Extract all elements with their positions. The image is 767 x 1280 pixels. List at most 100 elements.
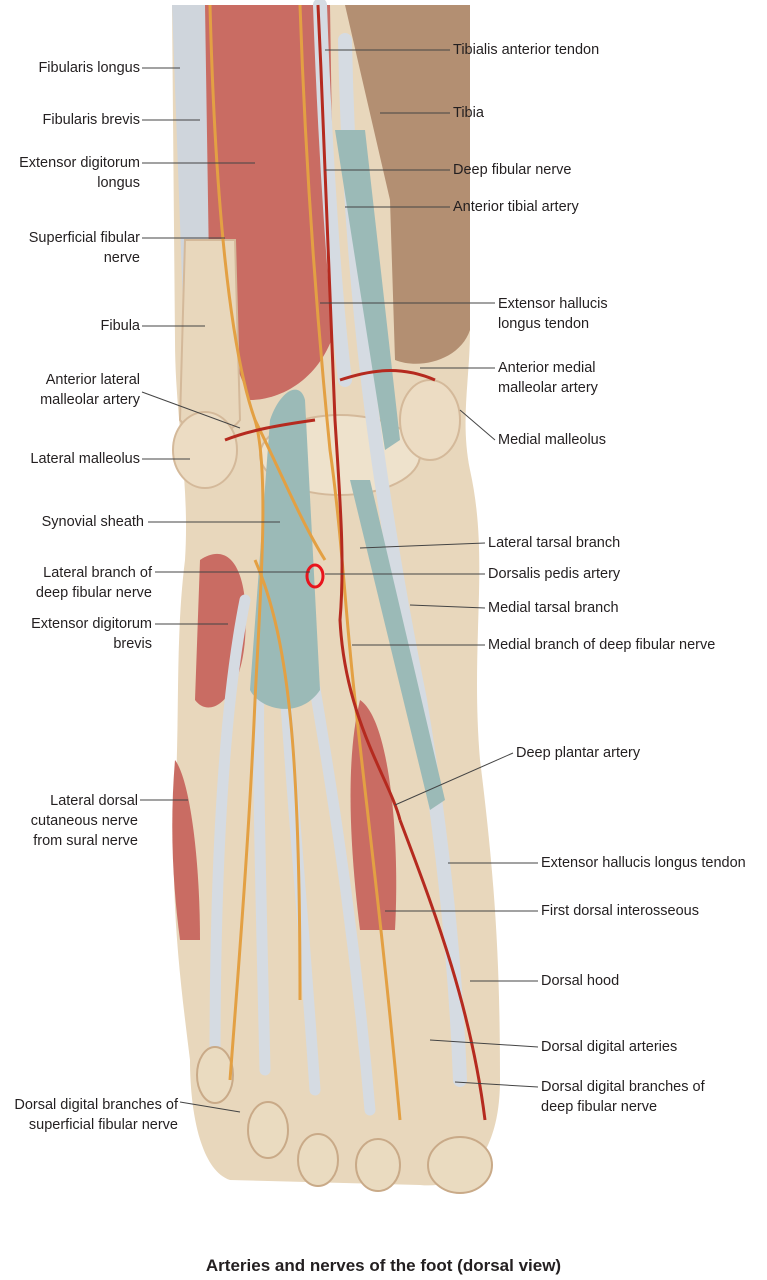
leader-right-6 [459, 409, 496, 441]
label-line: Extensor hallucis [498, 296, 608, 312]
label-line: Medial branch of deep fibular nerve [488, 637, 716, 653]
label-right-10: Medial branch of deep fibular nerve [488, 635, 715, 655]
label-line: Medial tarsal branch [488, 600, 619, 616]
label-right-6: Medial malleolus [498, 430, 606, 450]
marker-ring [305, 563, 325, 589]
label-line: Anterior medial [498, 360, 596, 376]
label-line: Dorsal digital arteries [541, 1039, 678, 1055]
label-left-0: Fibularis longus [38, 58, 140, 78]
leader-right-16 [454, 1081, 539, 1088]
leader-left-5 [141, 391, 241, 429]
label-line: Tibialis anterior tendon [453, 42, 600, 58]
label-line: cutaneous nerve [30, 813, 138, 829]
anterior-tibial-artery [316, 4, 402, 821]
label-line: Dorsalis pedis artery [488, 566, 621, 582]
label-line: Synovial sheath [41, 514, 144, 530]
fibula-bone [178, 239, 242, 436]
tibia-bone [345, 5, 470, 364]
label-line: malleolar artery [40, 392, 140, 408]
toes [196, 1046, 493, 1194]
leader-lines [140, 49, 539, 1113]
synovial-sheath-edl [250, 389, 320, 709]
label-right-0: Tibialis anterior tendon [453, 40, 599, 60]
label-left-5: Anterior lateral malleolar artery [40, 370, 140, 410]
label-line: from sural nerve [33, 833, 138, 849]
leader-right-9 [409, 604, 486, 609]
label-left-11: Dorsal digital branches of superficial fi… [14, 1095, 178, 1135]
label-right-4: Extensor hallucis longus tendon [498, 294, 608, 334]
label-left-7: Synovial sheath [42, 512, 144, 532]
label-line: Extensor hallucis longus tendon [541, 855, 746, 871]
leader-right-7 [359, 542, 486, 549]
label-line: Lateral malleolus [30, 451, 140, 467]
leader-right-11 [394, 752, 514, 806]
label-line: brevis [113, 636, 152, 652]
label-line: Lateral dorsal [50, 793, 138, 809]
tendon-ta [313, 0, 352, 387]
label-right-16: Dorsal digital branches of deep fibular n… [541, 1077, 705, 1117]
label-line: Superficial fibular [28, 230, 140, 246]
figure-caption: Arteries and nerves of the foot (dorsal … [205, 1256, 562, 1275]
label-line: Fibularis brevis [42, 112, 141, 128]
label-right-15: Dorsal digital arteries [541, 1037, 677, 1057]
leader-left-11 [179, 1101, 241, 1113]
label-right-5: Anterior medial malleolar artery [498, 358, 598, 398]
label-right-8: Dorsalis pedis artery [488, 564, 620, 584]
label-left-6: Lateral malleolus [30, 449, 140, 469]
label-line: Medial malleolus [498, 432, 606, 448]
label-left-3: Superficial fibular nerve [29, 228, 140, 268]
label-line: Tibia [453, 105, 484, 121]
label-line: First dorsal interosseous [541, 903, 699, 919]
label-line: Extensor digitorum [31, 616, 152, 632]
anterior-medial-malleolar-artery [339, 369, 436, 382]
label-left-2: Extensor digitorum longus [19, 153, 140, 193]
label-line: Deep fibular nerve [453, 162, 572, 178]
label-right-9: Medial tarsal branch [488, 598, 619, 618]
label-line: superficial fibular nerve [28, 1117, 178, 1133]
nerve-branch-2 [253, 559, 302, 1001]
lateral-muscle [172, 760, 200, 940]
medial-malleolus-bone [399, 379, 461, 461]
label-line: longus tendon [498, 316, 590, 332]
label-right-2: Deep fibular nerve [453, 160, 572, 180]
label-line: Dorsal digital branches of [541, 1079, 705, 1095]
toe-5 [196, 1046, 234, 1104]
anterior-lateral-malleolar-artery [224, 418, 316, 442]
label-right-7: Lateral tarsal branch [488, 533, 620, 553]
label-left-9: Extensor digitorum brevis [31, 614, 152, 654]
lateral-malleolus-bone [172, 411, 238, 489]
label-right-14: Dorsal hood [541, 971, 619, 991]
label-line: Dorsal hood [541, 973, 620, 989]
toe-4 [247, 1101, 289, 1159]
toe-1 [427, 1136, 493, 1194]
label-line: Anterior lateral [45, 372, 140, 388]
toe-3 [297, 1133, 339, 1187]
label-line: Anterior tibial artery [453, 199, 579, 215]
arteries [224, 4, 487, 1121]
label-right-1: Tibia [453, 103, 484, 123]
label-left-1: Fibularis brevis [43, 110, 141, 130]
label-line: Dorsal digital branches of [14, 1097, 178, 1113]
label-right-13: First dorsal interosseous [541, 901, 699, 921]
label-line: Lateral branch of [43, 565, 152, 581]
label-line: Lateral tarsal branch [488, 535, 621, 551]
label-line: longus [97, 175, 140, 191]
label-line: Extensor digitorum [19, 155, 140, 171]
nerve-branch-1 [253, 419, 327, 561]
tendon-toe-5 [209, 594, 251, 1066]
label-line: Fibula [100, 318, 141, 334]
label-line: Deep plantar artery [516, 745, 641, 761]
leader-right-15 [429, 1039, 539, 1048]
label-line: Fibularis longus [38, 60, 140, 76]
toe-2 [355, 1138, 401, 1192]
label-left-4: Fibula [101, 316, 141, 336]
label-line: deep fibular nerve [541, 1099, 658, 1115]
label-right-11: Deep plantar artery [516, 743, 640, 763]
label-line: nerve [103, 250, 140, 266]
dorsal-digital-artery [398, 819, 487, 1121]
superficial-fibular-nerve [208, 4, 265, 1081]
label-line: malleolar artery [498, 380, 598, 396]
